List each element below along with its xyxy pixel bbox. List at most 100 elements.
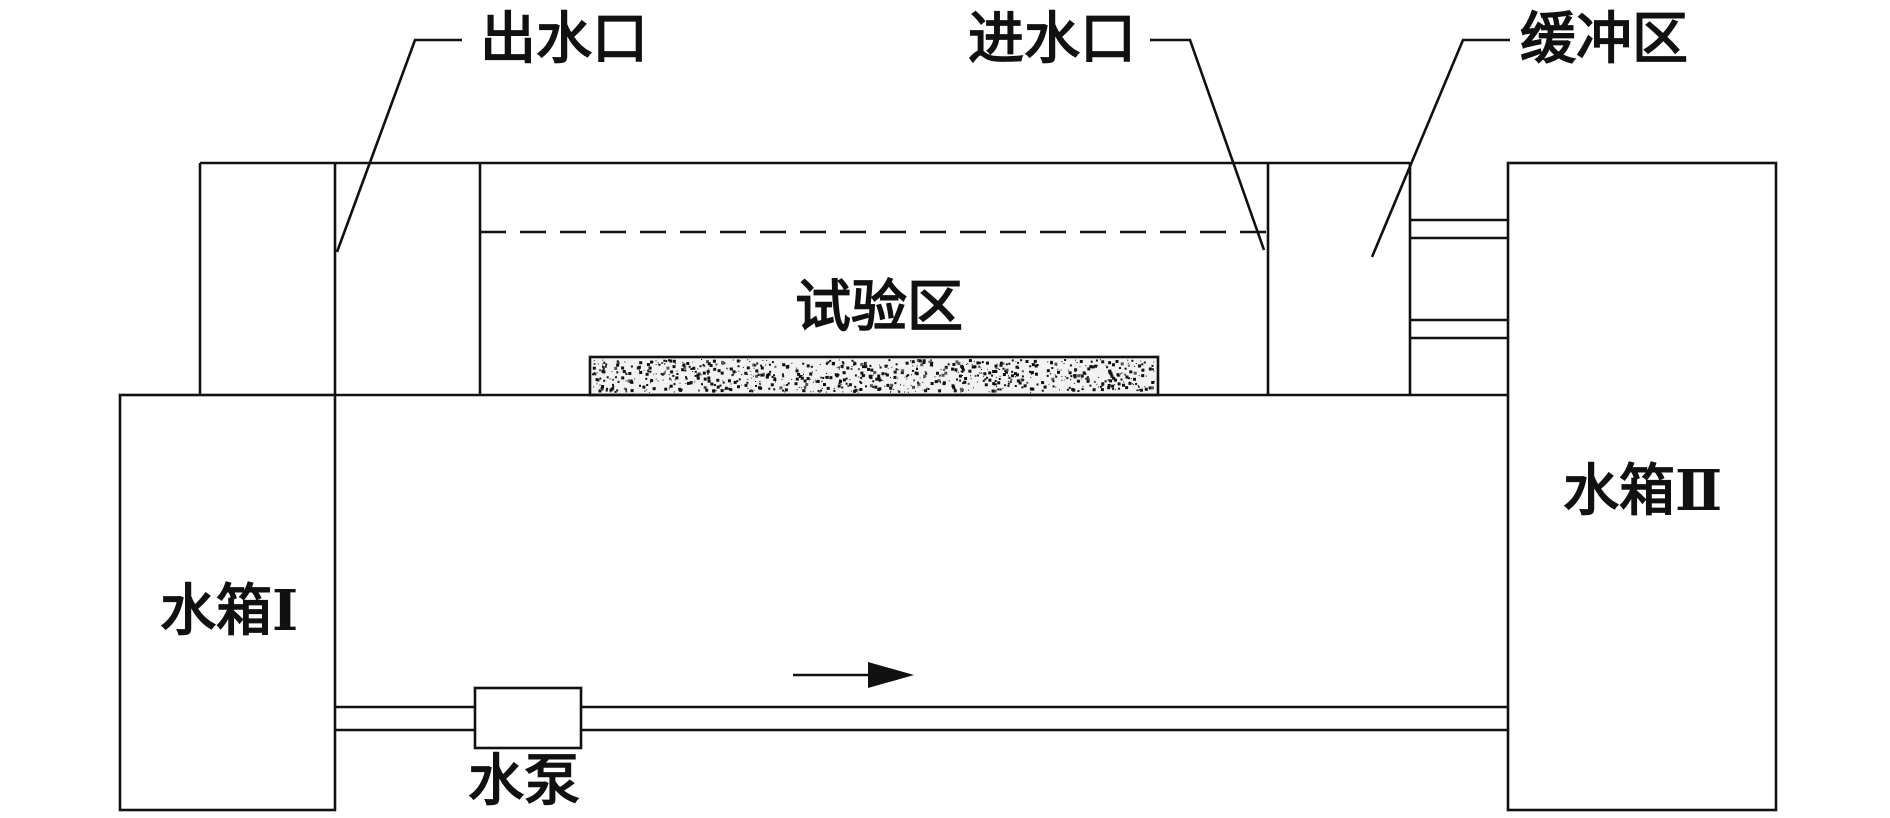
speckle: [1054, 362, 1058, 366]
speckle: [836, 367, 838, 369]
speckle: [649, 370, 652, 373]
speckle: [833, 389, 836, 392]
speckle: [1076, 362, 1078, 363]
speckle: [1011, 359, 1014, 362]
speckle: [639, 384, 641, 387]
speckle: [987, 368, 989, 370]
speckle: [1127, 364, 1130, 367]
speckle: [864, 365, 868, 369]
speckle: [730, 383, 732, 385]
speckle: [1151, 368, 1154, 371]
speckle: [759, 381, 761, 382]
speckle: [1063, 363, 1065, 364]
speckle: [920, 363, 924, 367]
speckle: [1125, 386, 1129, 390]
speckle: [842, 391, 844, 393]
speckle: [744, 371, 748, 375]
speckle: [628, 372, 632, 375]
speckle: [800, 376, 804, 380]
speckle: [673, 383, 676, 386]
speckle: [860, 382, 863, 384]
speckle: [895, 368, 898, 371]
speckle: [782, 389, 785, 392]
speckle: [614, 390, 617, 393]
speckle: [791, 362, 793, 364]
leader-buffer: [1370, 38, 1510, 258]
speckle: [696, 376, 700, 380]
speckle: [966, 363, 967, 365]
speckle: [928, 360, 931, 363]
speckle: [1004, 384, 1007, 387]
speckle: [1007, 384, 1010, 387]
speckle: [971, 365, 975, 369]
speckle: [977, 374, 979, 377]
speckle: [1131, 383, 1133, 385]
speckle: [672, 359, 676, 363]
speckle: [1021, 375, 1024, 378]
speckle: [999, 375, 1001, 377]
speckle: [1138, 364, 1141, 368]
speckle: [796, 389, 798, 391]
buffer-zone-label: 缓冲区: [1520, 6, 1688, 72]
speckle: [1079, 366, 1081, 368]
speckle: [605, 389, 608, 392]
speckle: [1029, 370, 1031, 373]
speckle: [787, 382, 790, 385]
speckle: [795, 369, 799, 373]
speckle: [762, 360, 764, 361]
speckle: [815, 369, 817, 371]
speckle: [730, 380, 731, 382]
speckle: [747, 378, 749, 380]
speckle: [917, 382, 921, 386]
speckle: [1043, 385, 1047, 389]
speckle: [765, 364, 767, 366]
speckle: [1138, 386, 1140, 388]
speckle: [913, 379, 916, 382]
speckle: [981, 369, 982, 370]
speckle: [1076, 379, 1080, 383]
speckle: [606, 376, 609, 379]
speckle: [1099, 359, 1101, 361]
speckle: [958, 374, 962, 378]
speckle: [722, 381, 725, 384]
speckle: [1080, 361, 1082, 363]
speckle: [647, 370, 649, 372]
speckle: [622, 370, 626, 373]
speckle: [802, 389, 806, 393]
speckle: [910, 360, 911, 362]
speckle: [1119, 367, 1121, 369]
speckle: [1120, 373, 1122, 375]
speckle: [657, 380, 659, 382]
speckle: [953, 385, 955, 387]
speckle: [872, 385, 875, 388]
speckle: [1135, 363, 1137, 364]
speckle: [679, 388, 683, 392]
speckle: [918, 359, 922, 363]
speckle: [652, 361, 654, 363]
speckle: [924, 389, 928, 393]
speckle: [1015, 376, 1016, 378]
speckle: [759, 382, 761, 384]
speckle: [1016, 373, 1019, 377]
speckle: [705, 388, 709, 392]
speckle: [1108, 361, 1112, 365]
speckle: [1114, 378, 1117, 382]
speckle: [1083, 372, 1085, 375]
speckle: [869, 384, 873, 388]
test-zone-label: 试验区: [795, 274, 963, 340]
speckle: [842, 367, 844, 369]
speckle: [721, 360, 725, 364]
speckle: [996, 386, 997, 387]
speckle: [612, 385, 615, 388]
speckle: [911, 374, 912, 376]
speckle: [1080, 374, 1084, 378]
speckle: [681, 365, 683, 367]
speckle: [643, 369, 645, 371]
speckle: [756, 362, 759, 365]
speckle: [848, 383, 852, 387]
speckle: [1096, 383, 1098, 385]
speckle: [886, 383, 890, 387]
speckle: [1141, 374, 1145, 378]
speckle: [698, 389, 700, 392]
speckle: [905, 375, 908, 378]
